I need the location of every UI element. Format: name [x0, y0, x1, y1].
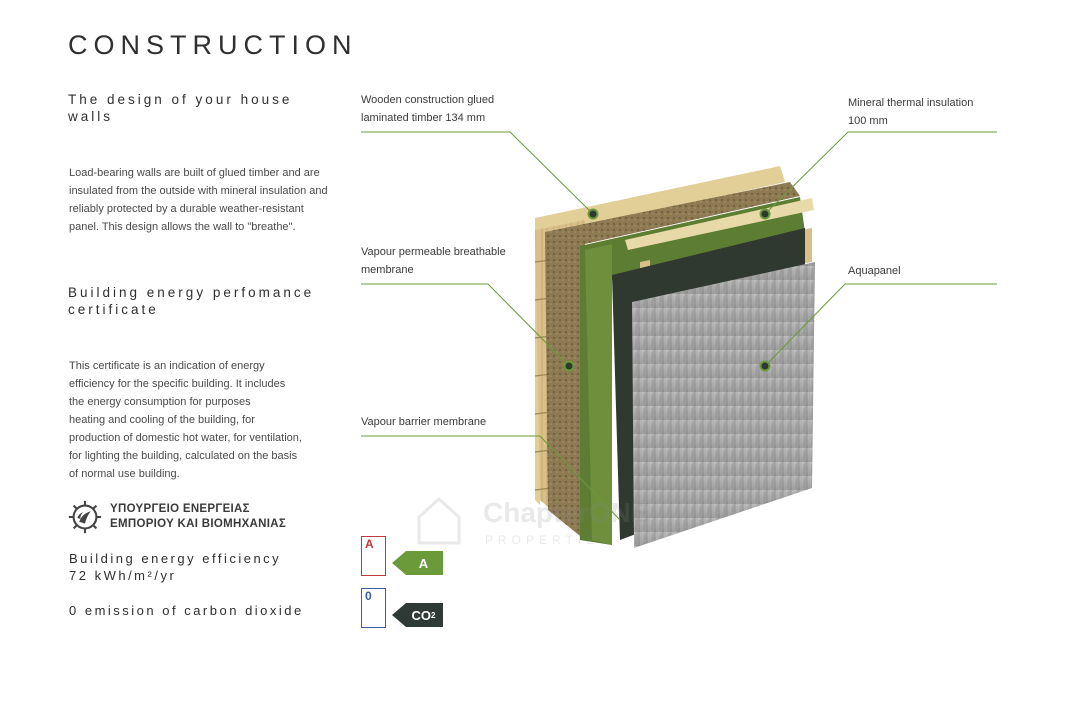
watermark-logo: ChapterONE PROPERTIES: [415, 495, 675, 555]
ministry-line-2: ΕΜΠΟΡΙΟΥ ΚΑΙ ΒΙΟΜΗΧΑΝΙΑΣ: [110, 518, 287, 530]
co2-box: 0: [361, 588, 386, 628]
energy-class-box: A: [361, 536, 386, 576]
cert-line: production of domestic hot water, for ve…: [69, 432, 302, 444]
cert-line: the energy consumption for purposes: [69, 396, 251, 408]
certificate-description: This certificate is an indication of ene…: [69, 357, 344, 483]
walls-heading-line-1: The design of your house: [68, 92, 293, 107]
cert-line: efficiency for the specific building. It…: [69, 378, 286, 390]
co2-label: CO: [411, 607, 432, 623]
label-vapour-permeable: Vapour permeable breathable membrane: [361, 243, 506, 279]
emission-text: 0 emission of carbon dioxide: [69, 603, 304, 618]
label-mineral: Mineral thermal insulation 100 mm: [848, 94, 973, 130]
cert-line: for lighting the building, calculated on…: [69, 450, 298, 462]
label-mineral-line-1: Mineral thermal insulation: [848, 97, 974, 109]
certificate-heading: Building energy perfomance certificate: [68, 284, 314, 318]
walls-heading: The design of your house walls: [68, 91, 292, 125]
efficiency-value: 72 kWh/m²/yr: [69, 568, 177, 583]
label-vapour-permeable-line-2: membrane: [361, 264, 414, 276]
label-vapour-barrier: Vapour barrier membrane: [361, 416, 487, 428]
cert-line: heating and cooling of the building, for: [69, 414, 255, 426]
ministry-line-1: ΥΠΟΥΡΓΕΙΟ ΕΝΕΡΓΕΙΑΣ: [110, 503, 250, 515]
energy-efficiency: Building energy efficiency 72 kWh/m²/yr: [69, 550, 281, 584]
certificate-heading-line-2: certificate: [68, 302, 159, 317]
walls-heading-line-2: walls: [68, 109, 114, 124]
label-timber: Wooden construction glued laminated timb…: [361, 91, 494, 127]
watermark-sub: PROPERTIES: [485, 533, 613, 547]
walls-description: Load-bearing walls are built of glued ti…: [69, 167, 328, 233]
efficiency-label: Building energy efficiency: [69, 551, 282, 566]
watermark-name: ChapterONE: [483, 497, 650, 528]
wall-illustration: [534, 166, 815, 548]
label-vapour-permeable-line-1: Vapour permeable breathable: [361, 246, 506, 258]
label-timber-line-1: Wooden construction glued: [361, 94, 495, 106]
label-mineral-line-2: 100 mm: [848, 115, 888, 127]
label-aquapanel: Aquapanel: [848, 265, 901, 277]
cert-line: This certificate is an indication of ene…: [69, 360, 265, 372]
label-timber-line-2: laminated timber 134 mm: [361, 112, 486, 124]
cert-line: of normal use building.: [69, 468, 180, 480]
page-title: CONSTRUCTION: [68, 30, 358, 60]
gear-icon: [68, 500, 102, 534]
ministry-logo: ΥΠΟΥΡΓΕΙΟ ΕΝΕΡΓΕΙΑΣ ΕΜΠΟΡΙΟΥ ΚΑΙ ΒΙΟΜΗΧΑ…: [66, 498, 316, 538]
co2-subscript: 2: [431, 610, 436, 620]
certificate-heading-line-1: Building energy perfomance: [68, 285, 315, 300]
house-icon: [417, 496, 461, 545]
